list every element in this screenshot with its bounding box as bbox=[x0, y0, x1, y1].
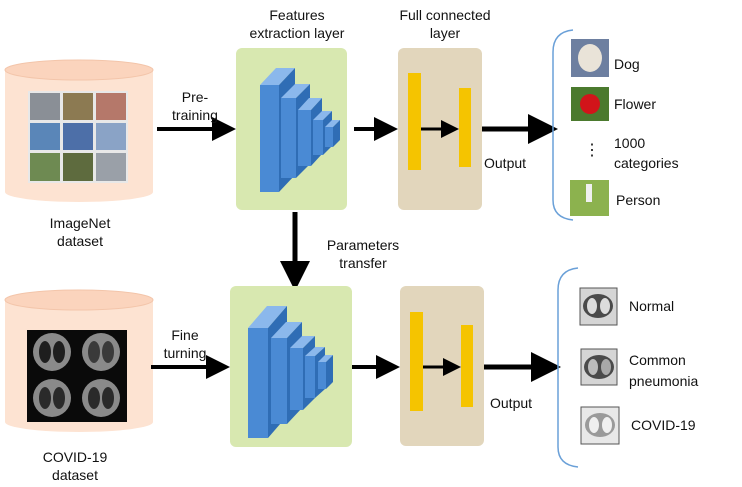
imagenet-label-line-2: dataset bbox=[57, 233, 103, 249]
covid-label-line-1: COVID-19 bbox=[42, 449, 108, 465]
pretraining-label-line-2: training bbox=[172, 107, 218, 123]
feature-blocks-top bbox=[260, 68, 340, 192]
parameters-transfer-label: Parameters transfer bbox=[318, 236, 408, 272]
fc-bar-1-bottom bbox=[410, 312, 423, 411]
transfer-label-line-2: transfer bbox=[339, 255, 387, 271]
covid-dataset-label: COVID-19 dataset bbox=[25, 448, 125, 484]
imagenet-sample-grid bbox=[28, 91, 128, 183]
pretraining-label: Pre- training bbox=[165, 88, 225, 124]
covid-ct-thumbnail bbox=[580, 406, 620, 445]
fine-turning-label: Fine turning bbox=[154, 326, 216, 362]
output-label-top: Output bbox=[484, 155, 527, 171]
class-pneumonia-label: pneumonia bbox=[629, 373, 699, 389]
class-common-label: Common bbox=[629, 352, 686, 368]
feature-blocks-bottom bbox=[248, 306, 333, 438]
output-label-bottom: Output bbox=[490, 395, 533, 411]
fine-label-line-2: turning bbox=[163, 345, 207, 361]
ellipsis-icon: ⋮ bbox=[584, 142, 600, 159]
class-normal-label: Normal bbox=[629, 298, 675, 314]
class-categories-label: categories bbox=[614, 155, 679, 171]
features-extraction-label: Features extraction layer bbox=[232, 6, 362, 42]
fc-bar-1-top bbox=[408, 73, 421, 170]
normal-ct-thumbnail bbox=[579, 287, 618, 326]
fc-bar-2-bottom bbox=[461, 325, 473, 407]
class-flower-label: Flower bbox=[614, 96, 657, 112]
fine-label-line-1: Fine bbox=[171, 327, 199, 343]
output-bracket-top bbox=[552, 29, 574, 221]
pneumonia-ct-thumbnail bbox=[580, 348, 618, 386]
fc-label-line-2: layer bbox=[429, 25, 461, 41]
imagenet-label-line-1: ImageNet bbox=[49, 215, 111, 231]
features-label-line-1: Features bbox=[269, 7, 325, 23]
covid-label-line-2: dataset bbox=[52, 467, 98, 483]
class-covid-label: COVID-19 bbox=[631, 417, 696, 433]
fc-layer-label: Full connected layer bbox=[382, 6, 508, 42]
class-dog-label: Dog bbox=[614, 56, 640, 72]
fc-label-line-1: Full connected bbox=[399, 7, 491, 23]
covid-ct-grid bbox=[27, 330, 127, 422]
pretraining-label-line-1: Pre- bbox=[181, 89, 209, 105]
class-1000-label: 1000 bbox=[614, 135, 646, 151]
features-label-line-2: extraction layer bbox=[249, 25, 345, 41]
output-bracket-bottom bbox=[557, 267, 579, 468]
transfer-label-line-1: Parameters bbox=[326, 237, 400, 253]
class-person-label: Person bbox=[616, 192, 661, 208]
imagenet-dataset-label: ImageNet dataset bbox=[30, 214, 130, 250]
fc-bar-2-top bbox=[459, 88, 471, 167]
